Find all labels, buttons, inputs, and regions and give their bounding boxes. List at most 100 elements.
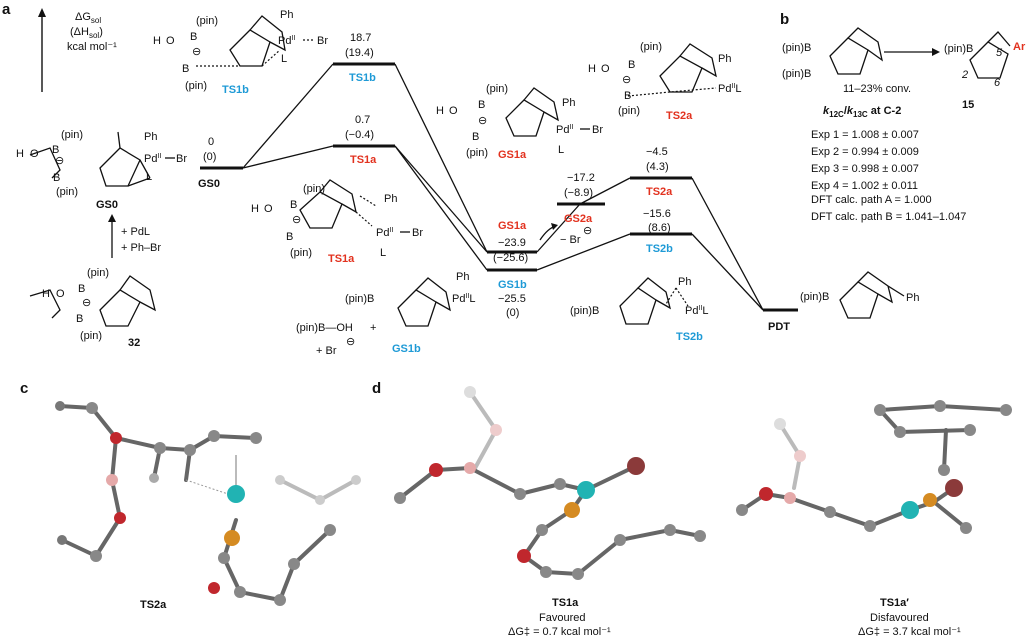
- svg-text:B: B: [78, 283, 85, 295]
- gs1a-pd: PdII: [556, 124, 573, 136]
- energy-levels: [200, 62, 798, 312]
- reagent-arrow: + PdL + Ph–Br: [108, 214, 161, 258]
- panel-b: (pin)B (pin)B (pin)B Ar 5 6 2 15 11–23% …: [782, 27, 1026, 223]
- svg-text:(pin): (pin): [303, 183, 325, 195]
- value-GS1a-g: −23.9: [498, 237, 526, 249]
- svg-text:(pin): (pin): [196, 15, 218, 27]
- panel-d-right-energy: ΔG‡ = 3.7 kcal mol⁻¹: [858, 626, 961, 638]
- svg-text:O: O: [449, 105, 458, 117]
- svg-text:Ph: Ph: [384, 193, 397, 205]
- svg-text:⊖: ⊖: [192, 46, 201, 58]
- kie-row-3: Exp 3 = 0.998 ± 0.007: [811, 163, 919, 175]
- svg-text:Ph: Ph: [562, 97, 575, 109]
- svg-text:TS1a: TS1a: [328, 253, 355, 265]
- svg-text:TS2b: TS2b: [676, 331, 703, 343]
- svg-text:H: H: [42, 288, 50, 300]
- svg-text:B: B: [53, 172, 60, 184]
- svg-text:(pin)B: (pin)B: [782, 68, 811, 80]
- svg-text:GS1a: GS1a: [498, 149, 527, 161]
- svg-text:Ph: Ph: [456, 271, 469, 283]
- svg-text:H: H: [436, 105, 444, 117]
- label-GS2a: GS2a: [564, 213, 593, 225]
- svg-text:O: O: [56, 288, 65, 300]
- panel-label-a: a: [2, 1, 11, 18]
- svg-text:TS1b: TS1b: [222, 84, 249, 96]
- panel-label-b: b: [780, 11, 789, 28]
- svg-text:(pin): (pin): [56, 186, 78, 198]
- svg-text:⊖: ⊖: [478, 115, 487, 127]
- value-GS1b-g: −25.5: [498, 293, 526, 305]
- svg-text:B: B: [182, 63, 189, 75]
- svg-text:O: O: [264, 203, 273, 215]
- value-GS0-h: (0): [203, 151, 216, 163]
- profile-connectors: [242, 63, 764, 311]
- value-GS1a-h: (−25.6): [493, 252, 528, 264]
- label-GS0: GS0: [198, 178, 220, 190]
- structure-TS1a: H O B B (pin) (pin) ⊖ Ph PdII Br L TS1a: [251, 179, 423, 265]
- value-TS2b-g: −15.6: [643, 208, 671, 220]
- structure-32: H O B B (pin) (pin) ⊖ 32: [29, 267, 156, 349]
- svg-text:H: H: [153, 35, 161, 47]
- svg-text:(pin)B—OH: (pin)B—OH: [296, 322, 353, 334]
- value-GS0-g: 0: [208, 136, 214, 148]
- kie-header: k12C/k13C at C-2: [823, 105, 901, 119]
- kie-row-1: Exp 1 = 1.008 ± 0.007: [811, 129, 919, 141]
- svg-text:O: O: [30, 148, 39, 160]
- panel-d-right-model: TS1a′ Disfavoured ΔG‡ = 3.7 kcal mol⁻¹: [736, 400, 1012, 638]
- ts2a-pd: PdIIL: [718, 83, 741, 95]
- svg-text:H: H: [251, 203, 259, 215]
- svg-text:(pin)B: (pin)B: [570, 305, 599, 317]
- value-TS1a-g: 0.7: [355, 114, 370, 126]
- svg-text:B: B: [478, 99, 485, 111]
- structure-GS1a: H O B B (pin) (pin) ⊖ Ph PdII Br L GS1a: [436, 83, 603, 161]
- structure-PDT: (pin)B Ph: [800, 271, 919, 319]
- svg-text:(pin): (pin): [618, 105, 640, 117]
- svg-text:GS1b: GS1b: [392, 343, 421, 355]
- value-TS1b-h: (19.4): [345, 47, 374, 59]
- axis-line2: (ΔHsol): [70, 26, 103, 40]
- svg-text:Ph: Ph: [678, 276, 691, 288]
- value-TS1a-h: (−0.4): [345, 129, 374, 141]
- svg-text:H: H: [16, 148, 24, 160]
- panel-label-c: c: [20, 380, 28, 397]
- ts2b-pd: PdIIL: [685, 305, 708, 317]
- panel-d-left-status: Favoured: [539, 612, 585, 624]
- svg-text:15: 15: [962, 99, 974, 111]
- svg-text:B: B: [52, 144, 59, 156]
- svg-text:Ph: Ph: [144, 131, 157, 143]
- svg-text:TS2a: TS2a: [666, 110, 693, 122]
- svg-text:L: L: [281, 53, 287, 65]
- panel-c-label: TS2a: [140, 599, 167, 611]
- value-TS2a-h: (4.3): [646, 161, 669, 173]
- svg-text:B: B: [190, 31, 197, 43]
- axis-line1: ΔGsol: [75, 11, 101, 25]
- panel-label-d: d: [372, 380, 381, 397]
- value-GS1b-h: (0): [506, 307, 519, 319]
- kie-row-6: DFT calc. path B = 1.041–1.047: [811, 211, 966, 223]
- panel-d-left-energy: ΔG‡ = 0.7 kcal mol⁻¹: [508, 626, 611, 638]
- br-loss-text: − Br: [560, 234, 581, 246]
- svg-text:(pin)B: (pin)B: [345, 293, 374, 305]
- structure-TS2a: H O B B (pin) (pin) ⊖ Ph PdIIL TS2a: [588, 41, 741, 122]
- svg-text:Br: Br: [176, 153, 187, 165]
- svg-text:B: B: [624, 90, 631, 102]
- svg-text:(pin): (pin): [87, 267, 109, 279]
- panel-d-left-model: TS1a Favoured ΔG‡ = 0.7 kcal mol⁻¹: [394, 386, 706, 638]
- label-PDT: PDT: [768, 321, 790, 333]
- svg-text:32: 32: [128, 337, 140, 349]
- ts1b-pd: PdII: [278, 35, 295, 47]
- svg-text:L: L: [380, 247, 386, 259]
- svg-text:6: 6: [994, 77, 1001, 89]
- svg-text:⊖: ⊖: [346, 336, 355, 348]
- svg-text:GS0: GS0: [96, 199, 118, 211]
- label-TS1b: TS1b: [349, 72, 376, 84]
- svg-text:+ Ph–Br: + Ph–Br: [121, 242, 161, 254]
- svg-text:L: L: [558, 144, 564, 156]
- svg-text:(pin): (pin): [80, 330, 102, 342]
- svg-text:H: H: [588, 63, 596, 75]
- svg-text:⊖: ⊖: [622, 74, 631, 86]
- svg-text:⊖: ⊖: [55, 155, 64, 167]
- svg-text:Ph: Ph: [718, 53, 731, 65]
- level-annotations: 0 (0) GS0 18.7 (19.4) TS1b 0.7 (−0.4) TS…: [198, 32, 790, 333]
